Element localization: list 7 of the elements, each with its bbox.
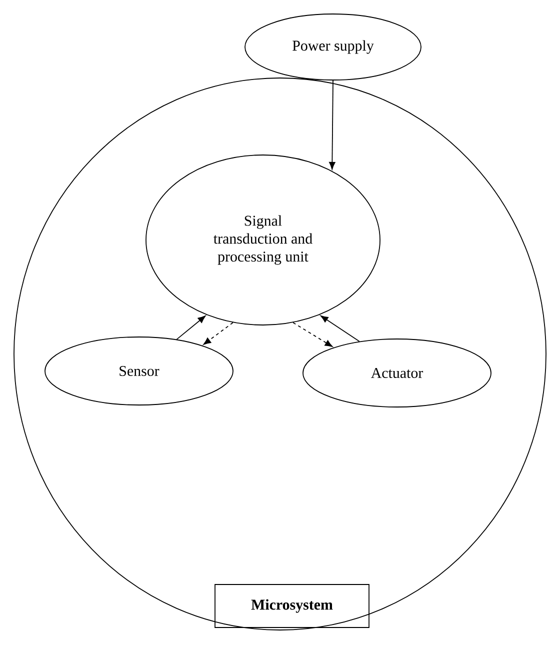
- arrow: [203, 322, 234, 345]
- arrow: [176, 316, 206, 340]
- label-box: Microsystem: [214, 584, 370, 628]
- arrow: [320, 315, 360, 342]
- system-circle: [14, 78, 546, 630]
- arrow: [292, 322, 333, 347]
- arrow: [329, 80, 336, 170]
